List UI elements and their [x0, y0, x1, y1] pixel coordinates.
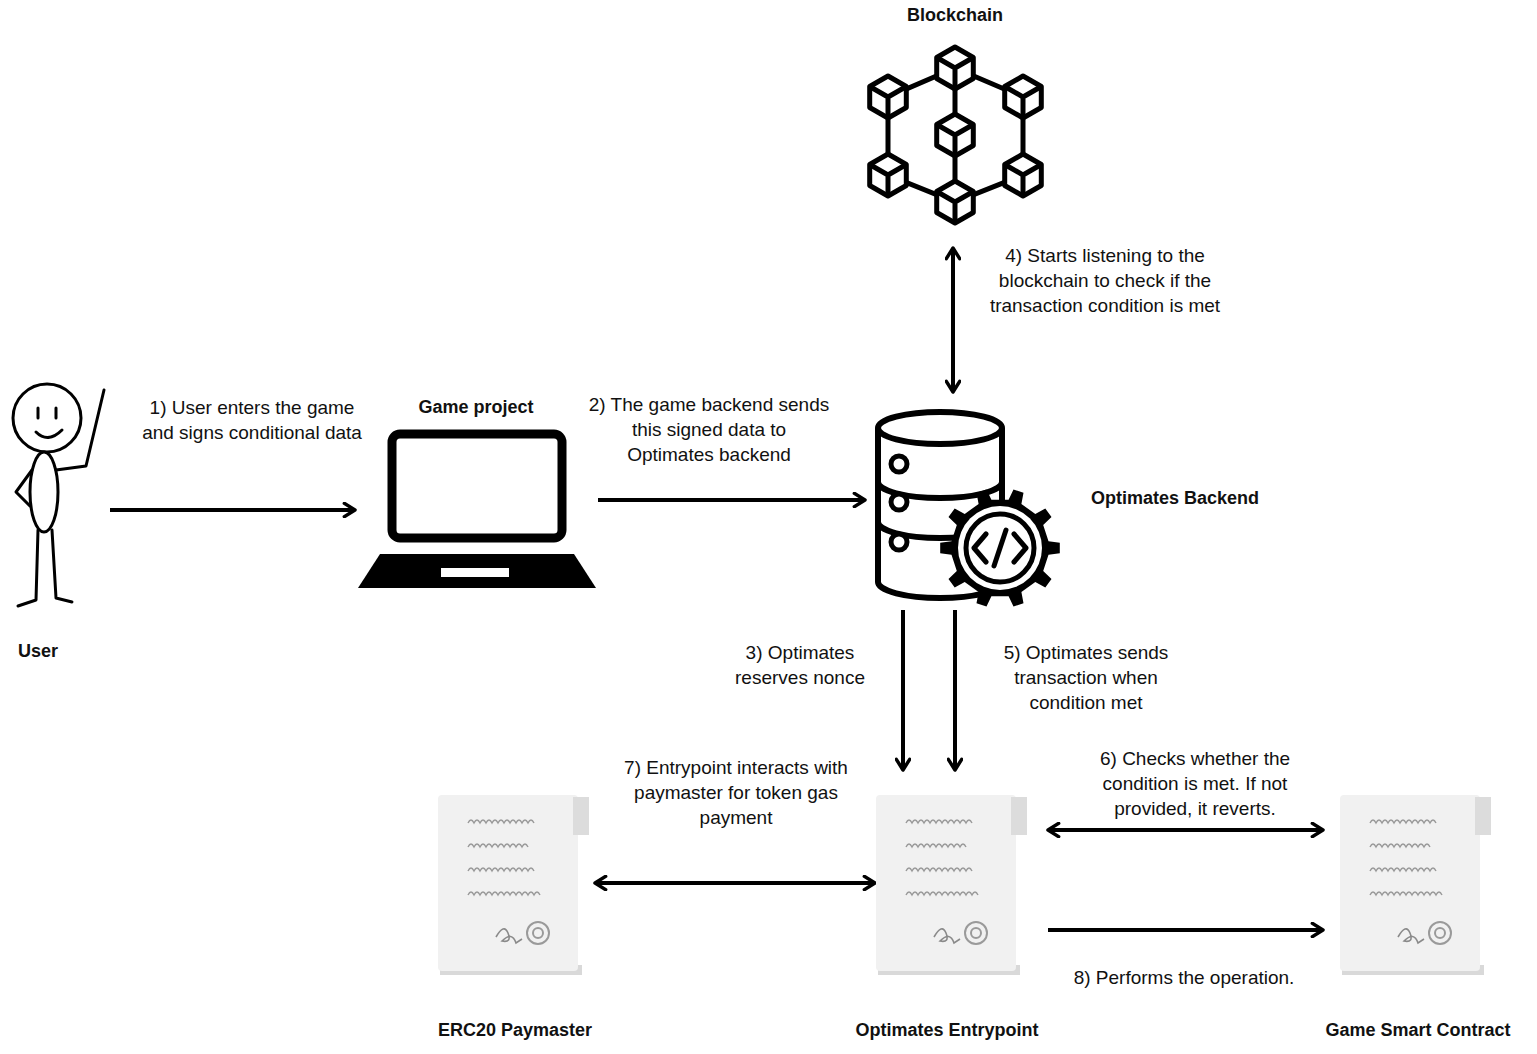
connector-arrow: [598, 498, 865, 502]
node-icon: [1336, 790, 1502, 980]
node-label: Game project: [418, 396, 533, 418]
diagram-node: Optimates Backend: [870, 403, 1275, 615]
connector-arrow: [1048, 828, 1323, 832]
step-label: 8) Performs the operation.: [1050, 965, 1319, 990]
node-icon: [2, 378, 114, 614]
diagram-node: Game Smart Contract: [1315, 785, 1535, 1047]
diagram-node: ERC20 Paymaster: [425, 785, 605, 1047]
node-label: ERC20 Paymaster: [438, 1019, 592, 1041]
step-label: 1) User enters the game and signs condit…: [135, 395, 369, 445]
connector-arrow: [953, 610, 957, 770]
diagram-node: Blockchain: [855, 0, 1055, 232]
step-label: 5) Optimates sends transaction when cond…: [984, 640, 1188, 715]
step-label: 7) Entrypoint interacts with paymaster f…: [602, 755, 871, 830]
diagram-node: Optimates Entrypoint: [840, 785, 1055, 1047]
node-icon: [355, 426, 600, 590]
connector-arrow: [1048, 928, 1323, 932]
connector-arrow: [595, 881, 875, 885]
node-label: User: [18, 640, 58, 662]
step-label: 2) The game backend sends this signed da…: [585, 392, 834, 467]
connector-arrow: [110, 508, 355, 512]
diagram-node: Game project: [350, 392, 605, 592]
step-label: 4) Starts listening to the blockchain to…: [986, 243, 1225, 318]
step-label: 6) Checks whether the condition is met. …: [1073, 746, 1317, 821]
node-label: Blockchain: [907, 4, 1003, 26]
node-icon: [860, 40, 1055, 230]
node-icon: [872, 405, 1064, 613]
node-icon: [872, 790, 1038, 980]
node-label: Game Smart Contract: [1325, 1019, 1510, 1041]
node-label: Optimates Backend: [1091, 487, 1259, 509]
diagram-node: User: [2, 378, 120, 670]
node-label: Optimates Entrypoint: [855, 1019, 1038, 1041]
node-icon: [434, 790, 600, 980]
step-label: 3) Optimates reserves nonce: [718, 640, 882, 690]
connector-arrow: [951, 248, 955, 392]
connector-arrow: [901, 610, 905, 770]
